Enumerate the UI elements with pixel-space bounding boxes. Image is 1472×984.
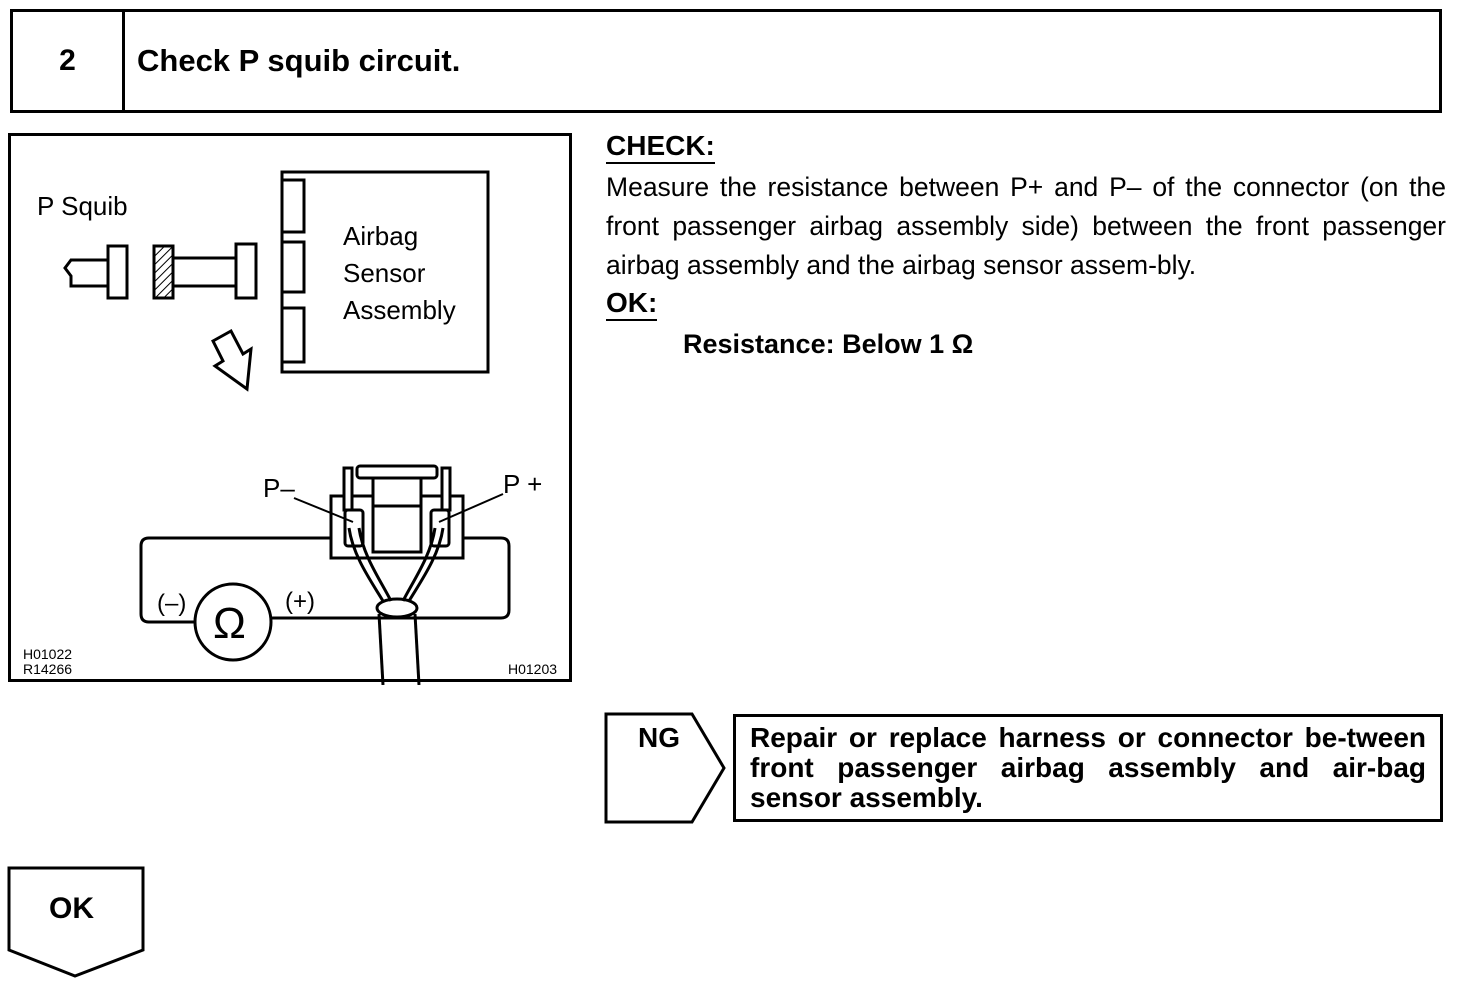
check-text: Measure the resistance between P+ and P–… xyxy=(606,172,1446,280)
ok-arrow-box: OK xyxy=(7,866,145,978)
squib-plug xyxy=(63,244,129,300)
airbag-label-3: Assembly xyxy=(343,295,456,325)
down-arrow-icon xyxy=(211,328,253,392)
test-connector xyxy=(329,464,465,560)
harness-wires xyxy=(347,527,445,685)
connector-diagram: P Squib Airbag Sensor Assembly P– P + (–… xyxy=(8,133,572,685)
p-minus-label: P– xyxy=(263,473,295,503)
ng-label: NG xyxy=(638,722,680,753)
ng-arrow-shape xyxy=(604,712,726,824)
step-header: 2 Check P squib circuit. xyxy=(10,9,1442,113)
ok-heading: OK: xyxy=(606,287,658,321)
ok-arrow-shape xyxy=(7,866,145,978)
airbag-label-1: Airbag xyxy=(343,221,419,251)
resistance-spec: Resistance: Below 1 Ω xyxy=(683,329,974,359)
figure-code-right: H01203 xyxy=(508,661,558,677)
ohmmeter-circuit xyxy=(139,536,511,662)
check-heading: CHECK: xyxy=(606,130,715,164)
minus-terminal-label: (–) xyxy=(157,590,187,617)
ok-label: OK xyxy=(49,892,94,925)
ng-action-text: Repair or replace harness or connector b… xyxy=(750,722,1426,813)
connector-diagram-drawing xyxy=(63,170,511,685)
ng-arrow-box: NG xyxy=(604,712,728,824)
ng-action-box: Repair or replace harness or connector b… xyxy=(733,714,1443,822)
step-title: Check P squib circuit. xyxy=(137,43,461,78)
airbag-sensor-box xyxy=(280,170,490,374)
check-section: CHECK: Measure the resistance between P+… xyxy=(606,130,1446,360)
mating-connector xyxy=(152,242,258,300)
p-plus-label: P + xyxy=(503,469,543,499)
figure-code-left-1: H01022 xyxy=(23,646,73,662)
airbag-label-2: Sensor xyxy=(343,258,426,288)
figure-code-left-2: R14266 xyxy=(23,661,73,677)
leader-lines xyxy=(293,493,504,523)
p-squib-label: P Squib xyxy=(37,191,128,221)
ohm-symbol: Ω xyxy=(213,599,246,648)
plus-terminal-label: (+) xyxy=(285,588,315,615)
step-number: 2 xyxy=(13,12,125,110)
